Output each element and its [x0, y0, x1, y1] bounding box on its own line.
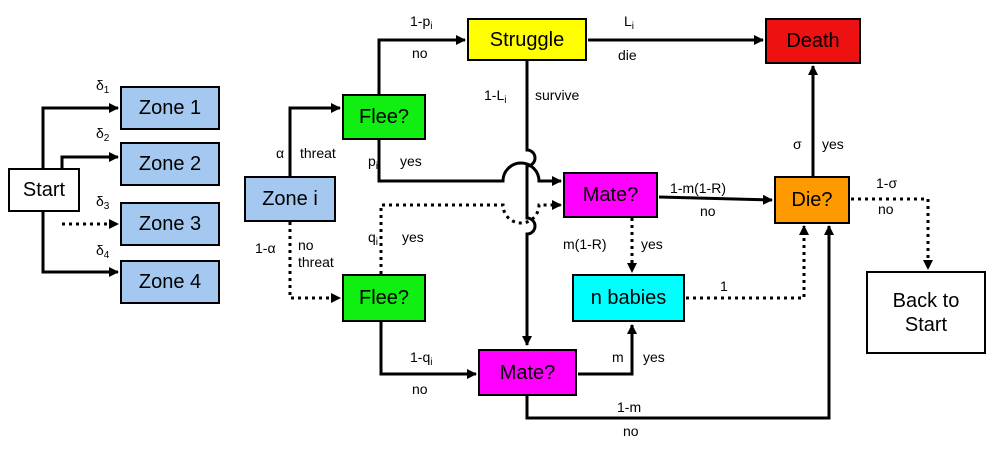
- zone-2-node: Zone 2: [120, 142, 220, 186]
- label-flee-yes: yes: [400, 153, 422, 169]
- label-delta-2: δ2: [96, 125, 110, 144]
- label-one-minus-sigma: 1-σ: [876, 175, 898, 191]
- die-node: Die?: [774, 176, 850, 224]
- flee-threat-node: Flee?: [342, 94, 426, 140]
- label-alpha: α: [276, 145, 285, 161]
- arrow-mate-yes-babies-bottom: [578, 324, 637, 376]
- arrow-flee-no-mate: [379, 322, 477, 379]
- zone-4-node: Zone 4: [120, 260, 220, 304]
- label-mate-no: no: [700, 203, 716, 219]
- arrow-struggle-survive-mate: [522, 61, 537, 346]
- label-one: 1: [720, 278, 728, 294]
- label-sigma: σ: [793, 136, 802, 152]
- arrow-babies-die: [686, 225, 809, 300]
- label-mate-bottom-no: no: [623, 423, 639, 439]
- label-die: die: [618, 47, 637, 63]
- label-one-minus-q: 1-qi: [410, 349, 433, 368]
- zone-1-node: Zone 1: [120, 86, 220, 130]
- label-mate-yes: yes: [641, 236, 663, 252]
- label-m-1-R: m(1-R): [563, 236, 607, 252]
- label-no-threat: no threat: [298, 237, 334, 270]
- label-delta-4: δ4: [96, 242, 110, 261]
- babies-node: n babies: [572, 274, 685, 322]
- start-node: Start: [8, 168, 80, 212]
- mate-after-flee-node: Mate?: [563, 172, 658, 218]
- label-one-minus-L: 1-Li: [484, 87, 507, 106]
- death-node: Death: [765, 18, 861, 64]
- label-threat: threat: [300, 145, 336, 161]
- label-mate-prob: 1-m(1-R): [670, 180, 726, 196]
- label-die-no: no: [878, 201, 894, 217]
- label-q: qi: [368, 229, 379, 248]
- label-q-yes: yes: [402, 229, 424, 245]
- mate-after-struggle-node: Mate?: [478, 349, 577, 396]
- arrow-flee-q-mate: [379, 200, 562, 274]
- zone-i-node: Zone i: [244, 176, 336, 222]
- label-delta-3: δ3: [96, 193, 110, 212]
- struggle-node: Struggle: [467, 18, 587, 61]
- label-die-yes: yes: [822, 136, 844, 152]
- arrow-mate-no-die-bottom: [525, 225, 834, 420]
- label-delta-1: δ1: [96, 77, 110, 96]
- arrow-start-zone4: [41, 212, 119, 277]
- label-p: pi: [368, 153, 379, 172]
- arrow-flee-no-struggle: [377, 35, 466, 94]
- arrow-start-zone1: [41, 103, 119, 168]
- arrow-flee-yes-mate: [377, 140, 562, 186]
- label-flee-bottom-no: no: [412, 381, 428, 397]
- zone-3-node: Zone 3: [120, 202, 220, 246]
- flee-no-threat-node: Flee?: [342, 274, 426, 322]
- label-m-yes: yes: [643, 349, 665, 365]
- arrow-die-back: [851, 197, 933, 270]
- arrow-mate-no-die: [658, 194, 773, 205]
- label-one-minus-m: 1-m: [617, 399, 642, 415]
- label-survive: survive: [535, 87, 580, 103]
- label-flee-no: no: [412, 45, 428, 61]
- arrow-start-zone2: [60, 152, 119, 168]
- label-one-minus-alpha: 1-α: [255, 240, 276, 256]
- label-L: Li: [624, 13, 635, 32]
- label-m: m: [612, 349, 624, 365]
- arrow-zone-threat-flee: [288, 103, 341, 176]
- label-one-minus-p: 1-pi: [410, 13, 433, 32]
- back-to-start-node: Back to Start: [866, 271, 986, 354]
